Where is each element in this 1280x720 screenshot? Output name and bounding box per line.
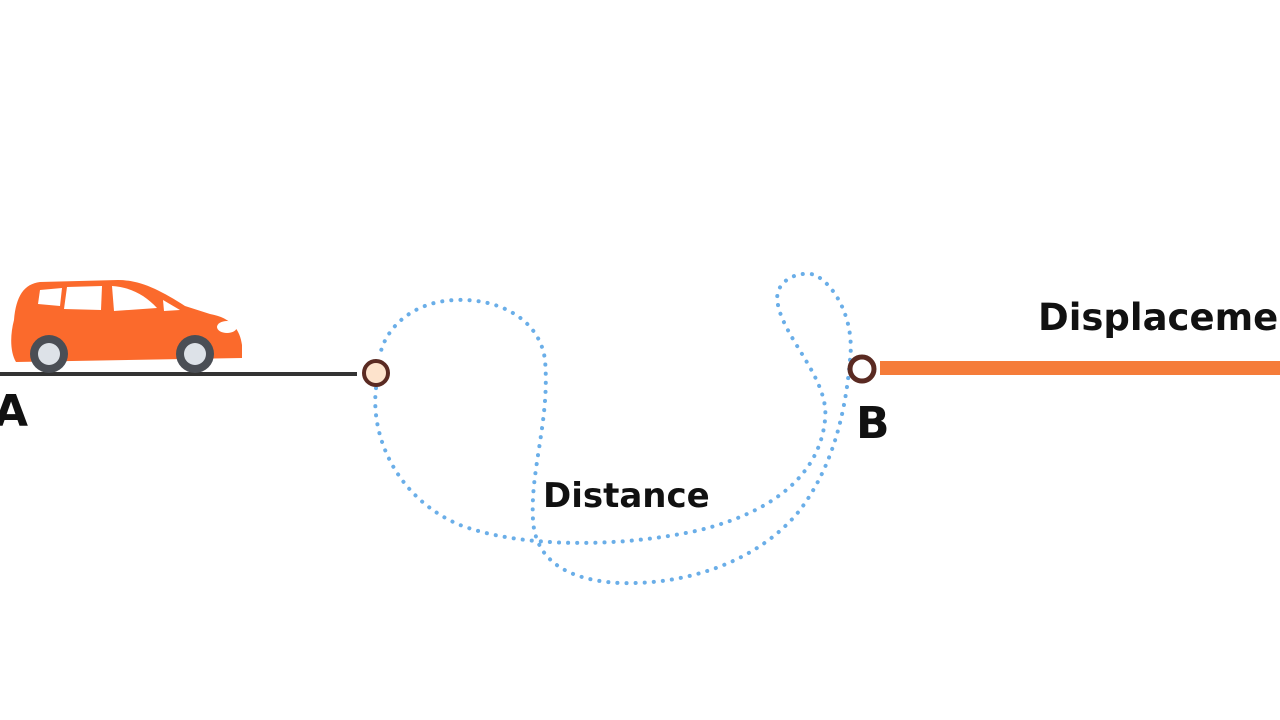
distance-label: Distance: [543, 476, 710, 516]
distance-path: [373, 271, 853, 586]
point-b-label: B: [856, 398, 890, 449]
displacement-label: Displacement: [1038, 296, 1280, 339]
point-a-marker: [362, 359, 390, 387]
point-b-marker: [847, 354, 877, 384]
point-a-label: A: [0, 386, 29, 437]
car-icon: [11, 280, 242, 373]
